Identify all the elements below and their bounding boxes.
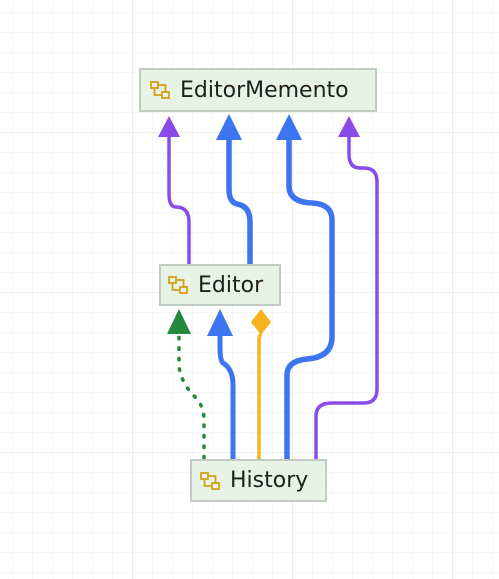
class-node-editor[interactable]: Editor <box>159 264 281 306</box>
class-icon <box>199 470 221 492</box>
node-label: EditorMemento <box>180 77 349 103</box>
edge-history-editor-green-dotted[interactable] <box>177 332 206 460</box>
arrowhead-editormemento-blue-1 <box>216 114 242 140</box>
class-node-editormemento[interactable]: EditorMemento <box>139 68 377 112</box>
class-icon <box>149 79 171 101</box>
edge-history-editormemento-purple[interactable] <box>314 136 379 459</box>
node-label: History <box>230 468 309 493</box>
arrowhead-editor-green <box>167 309 191 334</box>
edge-history-editor-gold[interactable] <box>257 332 263 459</box>
edge-editor-editormemento-blue[interactable] <box>226 138 253 264</box>
arrowhead-editor-blue <box>207 309 233 336</box>
arrowhead-editormemento-blue-2 <box>276 114 302 140</box>
diamond-editor-gold <box>251 309 271 335</box>
node-label: Editor <box>198 272 264 298</box>
edge-history-editormemento-blue[interactable] <box>284 138 335 459</box>
class-node-history[interactable]: History <box>190 459 327 502</box>
edge-history-editor-blue[interactable] <box>217 334 236 459</box>
arrowhead-editormemento-purple-2 <box>338 116 360 137</box>
edge-editor-editormemento-purple[interactable] <box>167 136 191 264</box>
class-icon <box>167 274 189 296</box>
arrowhead-editormemento-purple-1 <box>158 116 180 137</box>
